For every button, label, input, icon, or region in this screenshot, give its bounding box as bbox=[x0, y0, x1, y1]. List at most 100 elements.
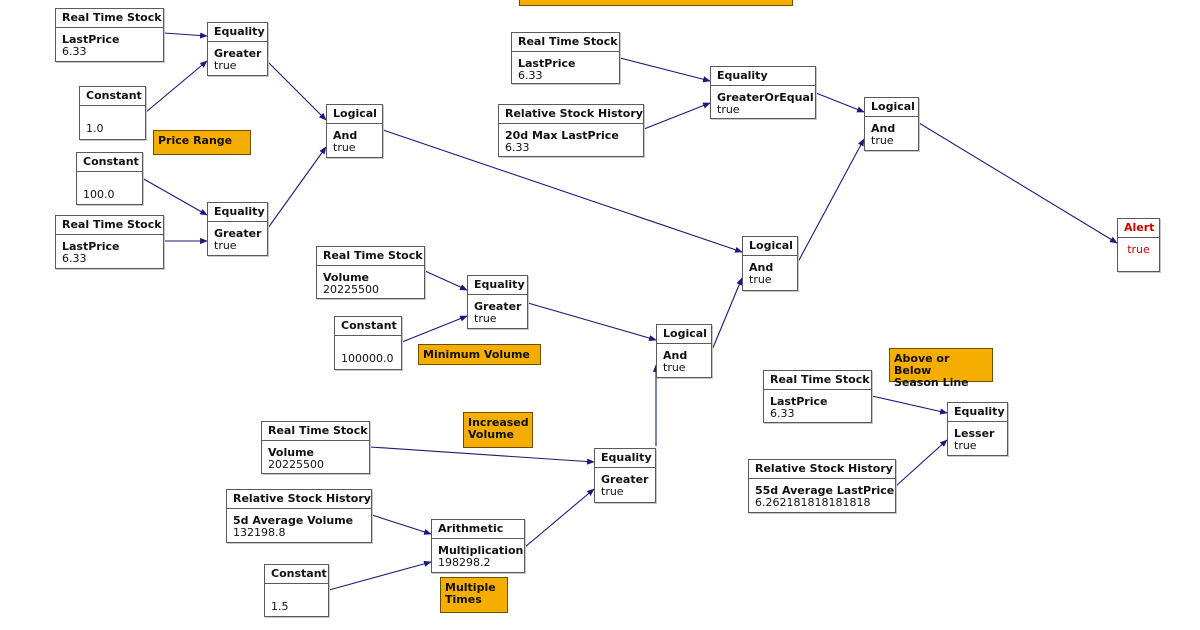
node-title: Equality bbox=[208, 203, 267, 222]
node-operation: Volume bbox=[323, 271, 369, 284]
node-real-time-stock-lastprice-season[interactable]: Real Time Stock LastPrice 6.33 bbox=[763, 370, 872, 423]
node-value: true bbox=[214, 59, 237, 72]
node-operation: Lesser bbox=[954, 427, 995, 440]
edge-rtsvol1-eqvol bbox=[424, 270, 468, 291]
node-value: 20225500 bbox=[323, 283, 379, 296]
node-arithmetic-multiplication[interactable]: Arithmetic Multiplication 198298.2 bbox=[431, 519, 525, 573]
node-title: Real Time Stock bbox=[56, 216, 163, 235]
node-operation: GreaterOrEqual bbox=[717, 91, 814, 104]
node-operation: 55d Average LastPrice bbox=[755, 484, 895, 497]
node-equality-lesser[interactable]: Equality Lesser true bbox=[947, 402, 1008, 456]
edge-const100-eq2 bbox=[141, 177, 208, 216]
note-text: Price Range bbox=[158, 134, 233, 147]
node-real-time-stock-lastprice-1[interactable]: Real Time Stock LastPrice 6.33 bbox=[55, 8, 164, 62]
edge-const15-arith bbox=[328, 560, 432, 591]
node-title: Equality bbox=[595, 449, 655, 468]
node-operation: LastPrice bbox=[770, 395, 828, 408]
node-value: 100.0 bbox=[83, 188, 115, 201]
node-alert[interactable]: Alert true bbox=[1117, 218, 1160, 272]
node-real-time-stock-volume-2[interactable]: Real Time Stock Volume 20225500 bbox=[261, 421, 370, 474]
node-equality-greater-increased[interactable]: Equality Greater true bbox=[594, 448, 656, 503]
node-operation: Greater bbox=[601, 473, 649, 486]
node-operation: Greater bbox=[474, 300, 522, 313]
node-value: 198298.2 bbox=[438, 556, 491, 569]
edge-rsh5d-arith bbox=[371, 514, 432, 535]
node-operation: And bbox=[871, 122, 896, 135]
node-title: Equality bbox=[208, 23, 267, 42]
node-title: Arithmetic bbox=[432, 520, 524, 539]
node-title: Equality bbox=[711, 67, 815, 86]
node-value: true bbox=[214, 239, 237, 252]
node-real-time-stock-lastprice-2[interactable]: Real Time Stock LastPrice 6.33 bbox=[55, 215, 164, 269]
node-relative-stock-history-20d[interactable]: Relative Stock History 20d Max LastPrice… bbox=[498, 104, 644, 157]
note-season-line: Above or Below Season Line bbox=[889, 348, 993, 389]
node-title: Constant bbox=[265, 565, 328, 584]
edge-const1-eq1 bbox=[145, 60, 208, 113]
node-title: Logical bbox=[865, 98, 918, 117]
node-title: Real Time Stock bbox=[317, 247, 424, 266]
node-relative-stock-history-5d[interactable]: Relative Stock History 5d Average Volume… bbox=[226, 489, 372, 543]
edge-logictop-alert bbox=[918, 122, 1118, 244]
node-operation: And bbox=[749, 261, 774, 274]
edge-rsh20d-eq3 bbox=[643, 102, 711, 130]
node-logical-and-middle[interactable]: Logical And true bbox=[656, 324, 712, 378]
node-constant-1[interactable]: Constant 1.0 bbox=[79, 86, 146, 140]
note-text-line1: Increased bbox=[468, 416, 529, 429]
node-title: Logical bbox=[327, 105, 382, 124]
node-logical-and-top[interactable]: Logical And true bbox=[864, 97, 919, 151]
node-equality-greater-price-low[interactable]: Equality Greater true bbox=[207, 22, 268, 76]
node-equality-greaterorequal[interactable]: Equality GreaterOrEqual true bbox=[710, 66, 816, 119]
node-title: Relative Stock History bbox=[499, 105, 643, 124]
node-logical-and-right[interactable]: Logical And true bbox=[742, 236, 798, 291]
node-logical-and-price[interactable]: Logical And true bbox=[326, 104, 383, 158]
node-operation: And bbox=[663, 349, 688, 362]
node-equality-greater-volume[interactable]: Equality Greater true bbox=[467, 275, 528, 329]
node-title: Relative Stock History bbox=[227, 490, 371, 509]
node-value: true bbox=[717, 103, 740, 116]
node-relative-stock-history-55d[interactable]: Relative Stock History 55d Average LastP… bbox=[748, 459, 896, 513]
note-text-line2: Volume bbox=[468, 428, 514, 441]
node-real-time-stock-volume-1[interactable]: Real Time Stock Volume 20225500 bbox=[316, 246, 425, 299]
node-value: true bbox=[1127, 243, 1150, 256]
node-operation: And bbox=[333, 129, 358, 142]
note-text-line2: Times bbox=[445, 593, 482, 606]
node-title: Constant bbox=[335, 317, 401, 336]
node-value: 6.33 bbox=[62, 45, 87, 58]
node-equality-greater-price-high[interactable]: Equality Greater true bbox=[207, 202, 268, 256]
note-text: Minimum Volume bbox=[423, 348, 530, 361]
edge-eqvol-logicmid bbox=[527, 302, 657, 342]
node-title: Real Time Stock bbox=[262, 422, 369, 441]
edge-eq1-logic1 bbox=[267, 61, 327, 121]
node-value: true bbox=[749, 273, 772, 286]
note-multiple-times: Multiple Times bbox=[440, 577, 508, 613]
edge-logicmid-logicright bbox=[711, 277, 743, 351]
node-constant-100[interactable]: Constant 100.0 bbox=[76, 152, 143, 205]
node-operation: LastPrice bbox=[62, 240, 120, 253]
node-value: 6.262181818181818 bbox=[755, 496, 871, 509]
node-operation: Greater bbox=[214, 227, 262, 240]
node-title: Real Time Stock bbox=[56, 9, 163, 28]
node-value: 1.0 bbox=[86, 122, 104, 135]
node-title: Logical bbox=[743, 237, 797, 256]
node-real-time-stock-lastprice-3[interactable]: Real Time Stock LastPrice 6.33 bbox=[511, 32, 620, 84]
node-value: 6.33 bbox=[505, 141, 530, 154]
note-text-line1: Multiple bbox=[445, 581, 496, 594]
node-operation: 20d Max LastPrice bbox=[505, 129, 619, 142]
node-operation: Multiplication bbox=[438, 544, 524, 557]
node-constant-100000[interactable]: Constant 100000.0 bbox=[334, 316, 402, 370]
edge-rtsseason-eqlesser bbox=[871, 395, 948, 415]
edge-rsh55d-eqlesser bbox=[895, 439, 948, 487]
node-value: true bbox=[333, 141, 356, 154]
node-title: Real Time Stock bbox=[764, 371, 871, 390]
edge-rts1-eq1 bbox=[163, 32, 208, 39]
edge-eq3-logictop bbox=[815, 92, 865, 113]
node-operation: Greater bbox=[214, 47, 262, 60]
edge-rts3-eq3 bbox=[619, 57, 711, 83]
note-text-line2: Season Line bbox=[894, 376, 969, 389]
node-value: true bbox=[663, 361, 686, 374]
node-operation: 5d Average Volume bbox=[233, 514, 354, 527]
node-constant-1-5[interactable]: Constant 1.5 bbox=[264, 564, 329, 617]
node-value: 132198.8 bbox=[233, 526, 286, 539]
node-title: Alert bbox=[1118, 219, 1159, 238]
